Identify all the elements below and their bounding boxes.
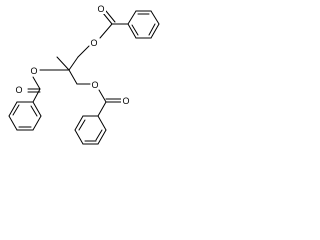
upper-methylene-bond	[77, 45, 90, 58]
carbonyl-double-bond	[102, 12, 113, 25]
structural-formula: O O O O	[8, 3, 160, 145]
right-arm-bond	[68, 69, 78, 85]
carbonyl-double-bond-inner	[105, 10, 116, 23]
lower-ester-single-bond	[98, 89, 107, 103]
ester-oxygen-label: O	[90, 38, 97, 48]
benzene-ring	[127, 10, 160, 39]
benzene-ring-left	[8, 101, 42, 131]
lower-carbonyl-oxygen-label: O	[122, 96, 129, 106]
benzoate-group-upper: O O	[90, 3, 160, 48]
ester-single-bond	[99, 23, 113, 39]
central-skeleton	[39, 45, 91, 85]
lower-ring-attachment-bond	[97, 101, 107, 117]
lower-ester-oxygen-label: O	[91, 80, 98, 90]
benzoate-group-left: O O	[8, 65, 42, 131]
left-carbonyl-oxygen-label: O	[15, 85, 22, 95]
left-ring-attachment-bond	[32, 88, 41, 103]
benzoate-group-lower: O O	[74, 80, 130, 145]
benzene-ring-lower	[74, 115, 107, 145]
left-ester-single-bond	[32, 76, 41, 90]
carbonyl-oxygen-label: O	[97, 4, 104, 14]
upper-arm-bond	[68, 56, 79, 71]
methyl-bond	[56, 56, 70, 71]
left-ester-oxygen-label: O	[30, 66, 37, 76]
